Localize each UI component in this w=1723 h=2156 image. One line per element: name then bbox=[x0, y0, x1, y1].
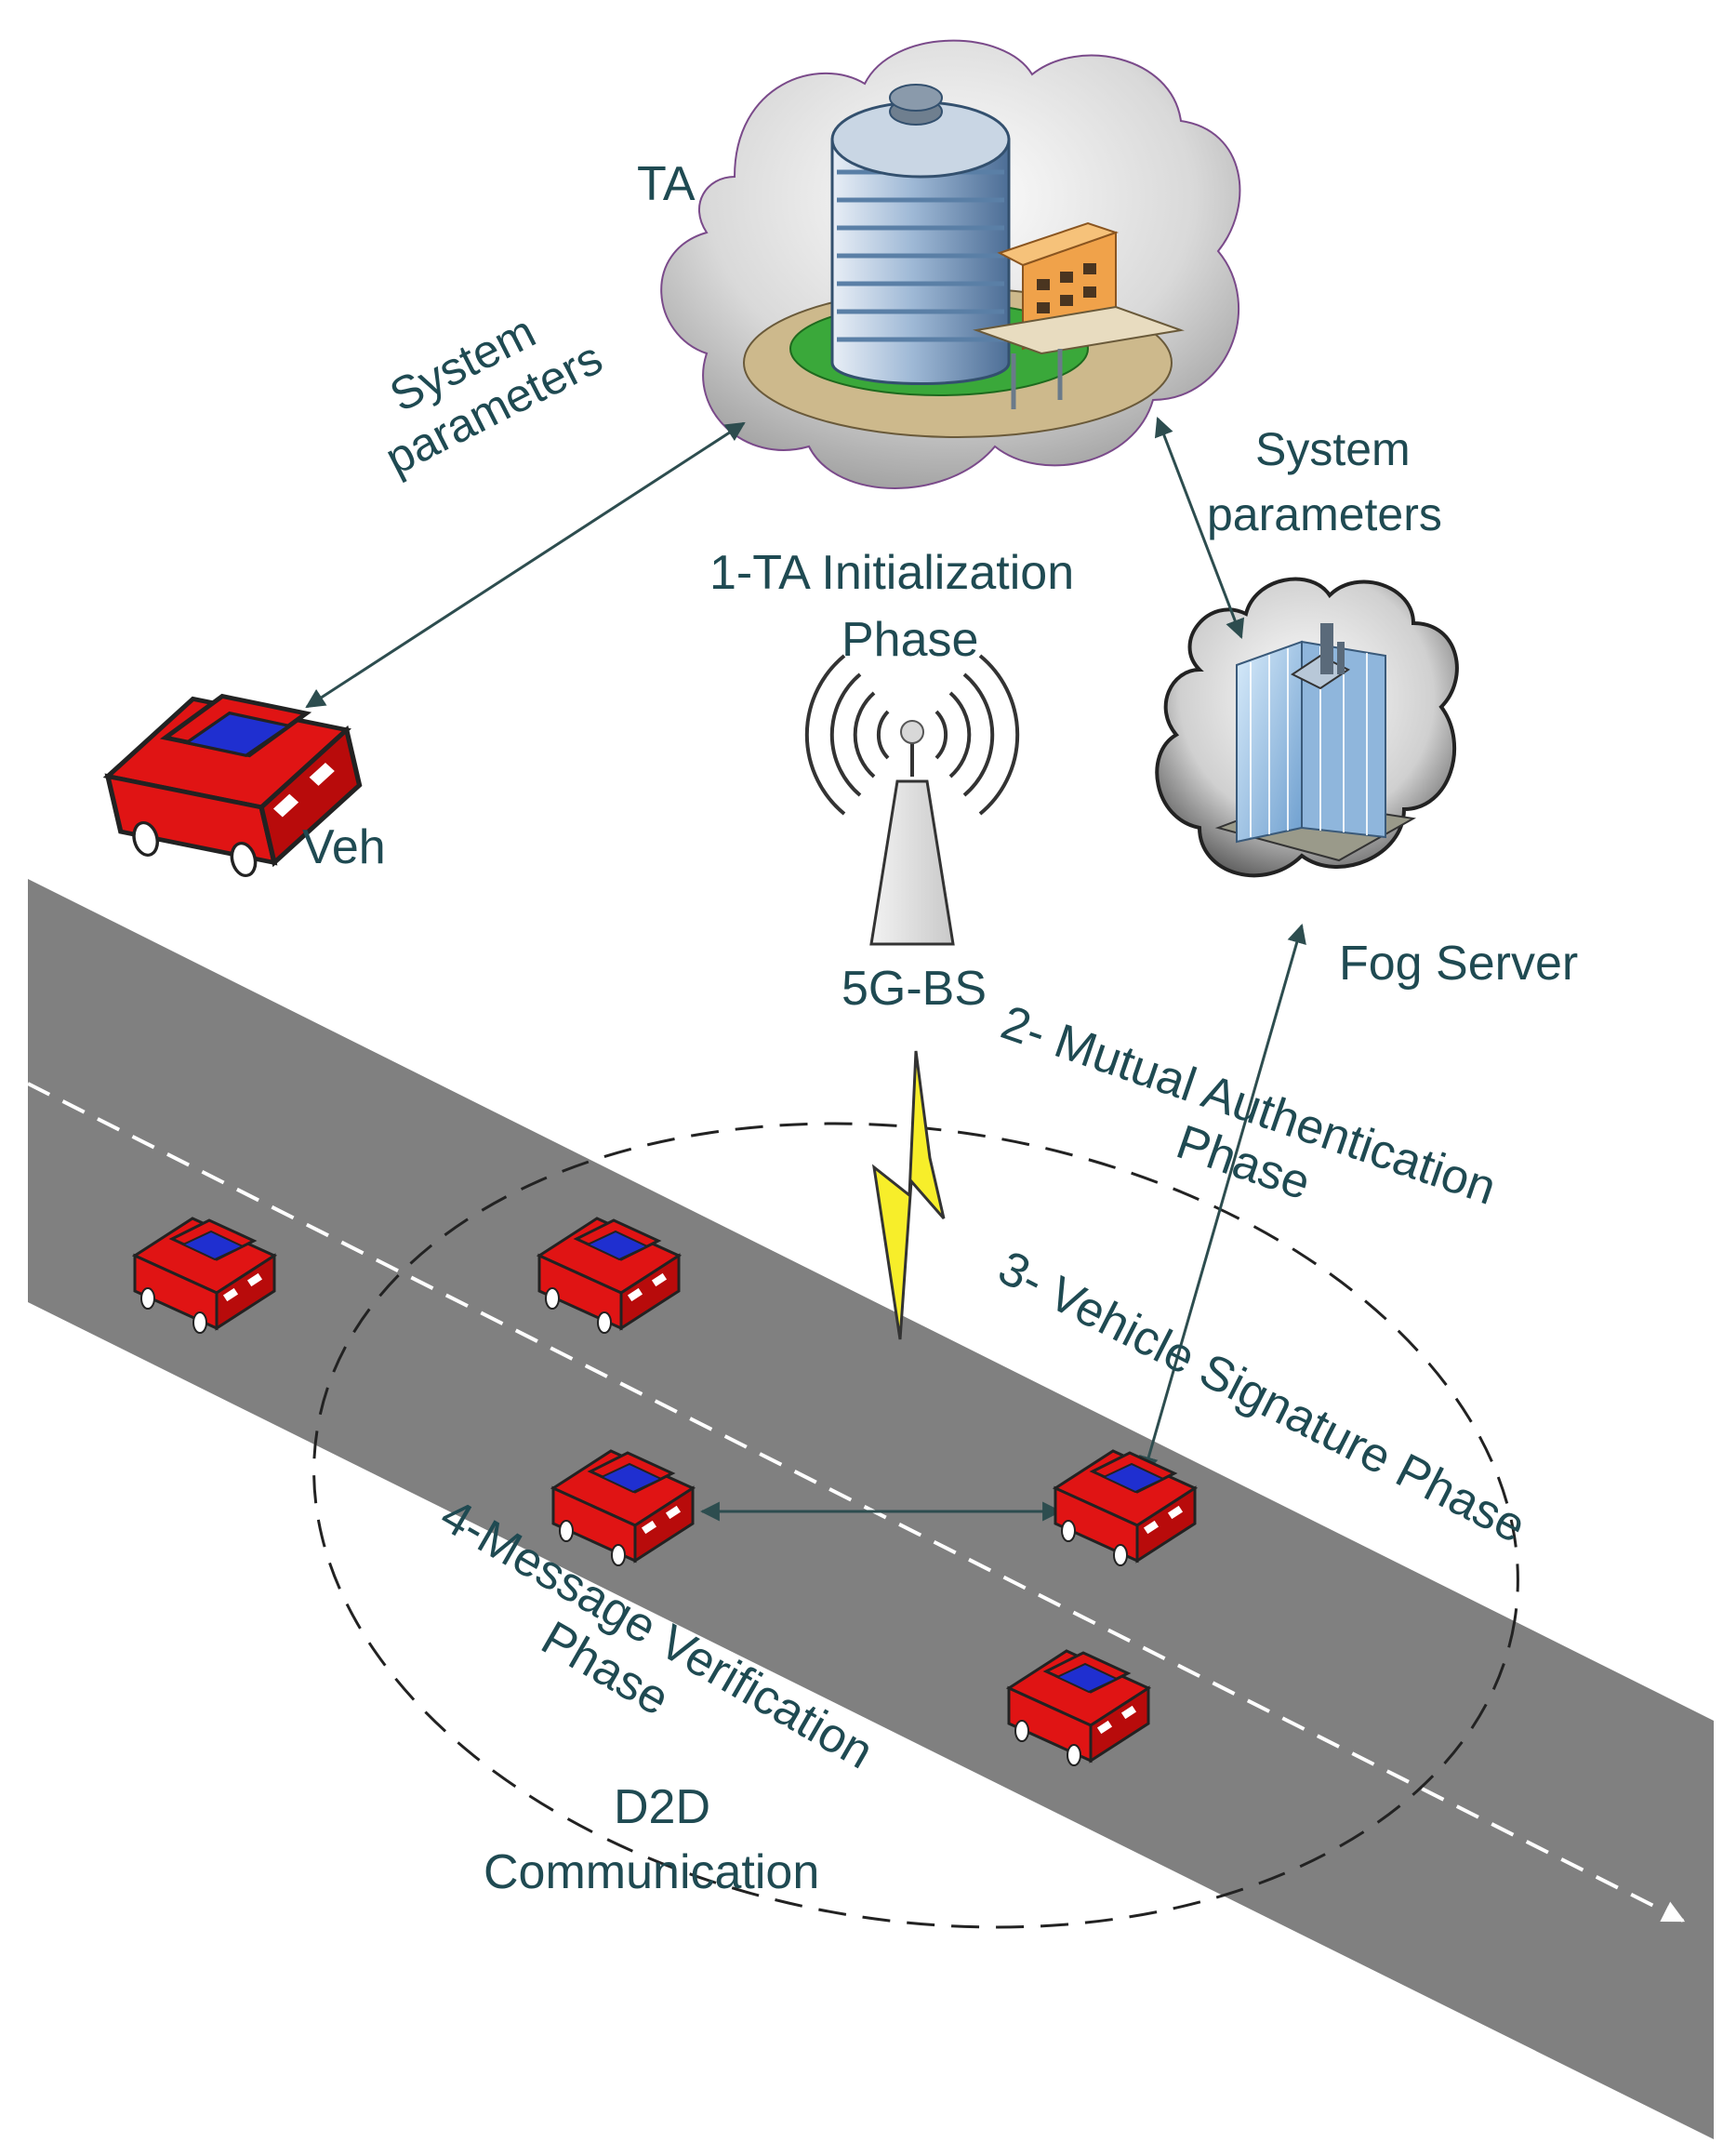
fog-server-label: Fog Server bbox=[1339, 937, 1578, 991]
veh-label: Veh bbox=[302, 820, 386, 874]
system-params-right-line1: System bbox=[1255, 423, 1411, 475]
fog-to-vehicle-arrow bbox=[1139, 923, 1306, 1477]
ta-to-vehicle-arrow bbox=[305, 421, 746, 709]
system-params-right-line2: parameters bbox=[1207, 488, 1442, 540]
ta-label: TA bbox=[637, 157, 696, 211]
d2d-label-line1: D2D bbox=[614, 1780, 710, 1834]
ta-to-fog-arrow bbox=[1154, 417, 1245, 639]
lightning-bolt-icon bbox=[871, 1050, 946, 1340]
cell-tower-icon bbox=[804, 654, 1020, 946]
ta-building-icon bbox=[660, 39, 1241, 489]
base-station-label: 5G-BS bbox=[842, 962, 987, 1016]
d2d-label-line2: Communication bbox=[484, 1845, 819, 1899]
road-lane-marking bbox=[27, 1082, 1686, 1923]
d2d-communication-area bbox=[312, 1122, 1519, 1929]
fog-server-icon bbox=[1155, 577, 1459, 878]
ta-init-phase-line2: Phase bbox=[842, 613, 978, 667]
ta-init-phase-line1: 1-TA Initialization bbox=[709, 546, 1074, 600]
